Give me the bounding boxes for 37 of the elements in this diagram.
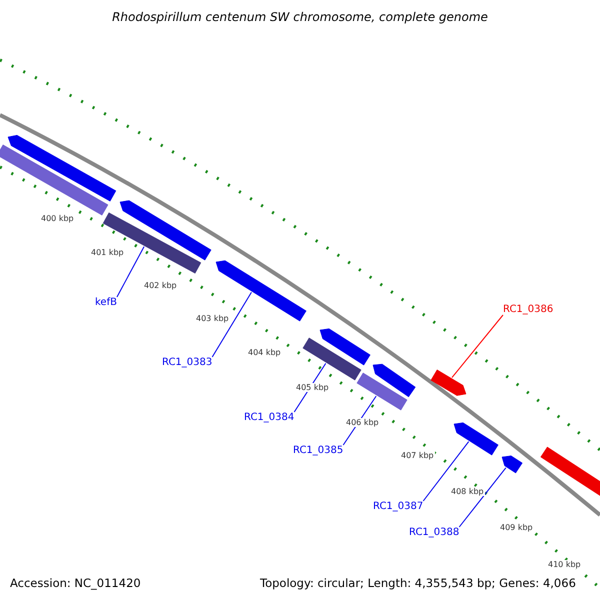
scale-label: 405 kbp <box>295 383 330 392</box>
scale-label: 408 kbp <box>450 487 485 496</box>
leader-line <box>422 441 470 502</box>
scale-label: 409 kbp <box>499 523 534 532</box>
scale-label: 407 kbp <box>400 451 435 460</box>
gene-feature <box>356 372 408 410</box>
gene-feature <box>8 134 116 202</box>
gene-feature <box>320 328 370 366</box>
scale-label: 402 kbp <box>143 281 178 290</box>
gene-feature <box>302 338 362 380</box>
scale-label: 403 kbp <box>195 314 230 323</box>
gene-label: RC1_0383 <box>162 357 212 368</box>
gene-label: RC1_0388 <box>409 527 460 538</box>
leader-line <box>212 292 252 358</box>
gene-label: kefB <box>95 297 117 308</box>
scale-label: 404 kbp <box>247 348 282 357</box>
title: Rhodospirillum centenum SW chromosome, complete genome <box>111 10 489 24</box>
leader-line <box>116 246 145 298</box>
scale-label: 406 kbp <box>345 418 380 427</box>
scale-label: 410 kbp <box>547 560 582 569</box>
scale-label: 401 kbp <box>90 248 125 257</box>
leader-line <box>458 467 506 528</box>
gene-feature <box>430 370 466 396</box>
gene-feature <box>372 364 416 398</box>
scale-label: 400 kbp <box>40 214 75 223</box>
gene-feature <box>216 260 306 322</box>
footer-text: Topology: circular; Length: 4,355,543 bp; Genes: 4,066 <box>260 576 576 590</box>
gene-feature <box>454 422 498 456</box>
gene-label: RC1_0387 <box>373 501 424 512</box>
gene-feature <box>502 456 523 474</box>
leader-line <box>451 314 504 378</box>
gene-label: RC1_0385 <box>293 445 344 456</box>
footer-text: Accession: NC_011420 <box>10 576 141 590</box>
gene-label: RC1_0386 <box>503 304 554 315</box>
gene-label: RC1_0384 <box>244 412 294 423</box>
gene-feature <box>0 144 108 216</box>
gene-feature <box>540 446 600 496</box>
